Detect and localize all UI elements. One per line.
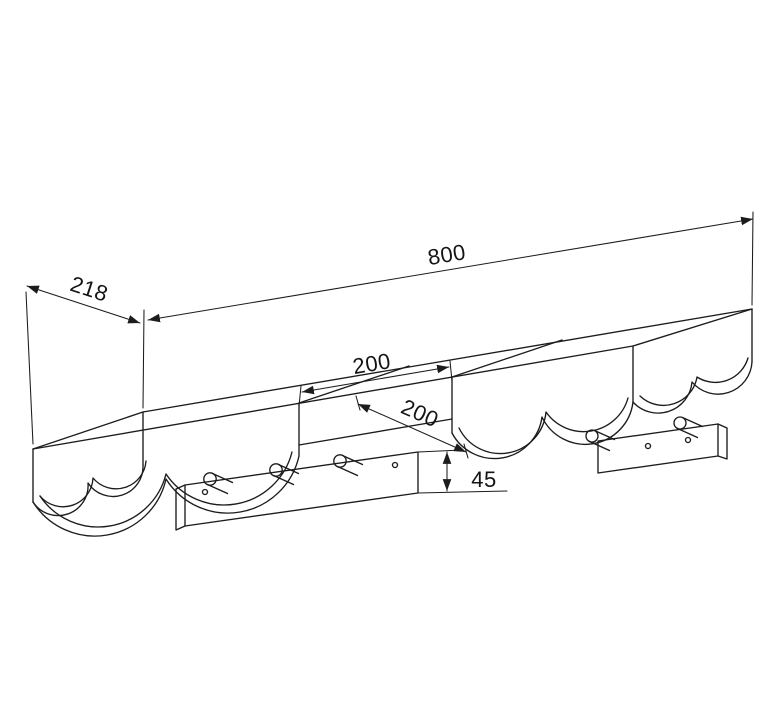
mounting-peg	[333, 454, 364, 477]
bracket-left-hole	[391, 461, 399, 469]
right-front-scallop-inner	[458, 397, 629, 455]
bracket-height-dim-label: 45	[471, 467, 496, 492]
extension-line	[142, 309, 145, 409]
mounting-peg	[269, 463, 300, 486]
bracket-left-body	[184, 451, 419, 527]
bracket-left-hole	[201, 488, 209, 496]
left-front-scallop-outer	[32, 455, 300, 537]
mounting-peg	[585, 429, 616, 452]
dimension-line	[26, 285, 141, 324]
top-panel-left-edge	[32, 411, 144, 450]
extension-line	[417, 490, 508, 494]
overall-length-dim-label: 800	[426, 239, 468, 270]
peg-cap	[203, 472, 217, 486]
right-front-scallop-outer	[451, 401, 634, 460]
extension-line	[355, 395, 361, 411]
dimension-bracket-height: 45	[417, 449, 508, 494]
top-panel-right-edge	[632, 308, 753, 347]
peg-cap	[585, 429, 599, 443]
extension-line	[751, 211, 754, 306]
dimension-center-section: 200	[298, 348, 453, 407]
extension-line	[298, 385, 302, 407]
peg-cap	[333, 454, 347, 468]
bracket-right-end-face	[717, 423, 728, 460]
extension-line	[25, 291, 34, 445]
dimension-line	[301, 364, 450, 395]
mounting-peg	[673, 416, 704, 439]
bracket-right-hole	[684, 436, 692, 444]
right-scalloped-panel	[451, 308, 753, 460]
left-end-scallop-inner	[39, 460, 147, 508]
bracket-right-hole	[644, 442, 652, 450]
dimension-line	[357, 403, 467, 453]
bracket-right-body	[597, 423, 719, 474]
dimension-line	[147, 216, 754, 323]
top-panel-back-edge	[142, 308, 753, 413]
left-end-scallop-outer	[32, 464, 144, 517]
left-scalloped-panel	[32, 402, 300, 537]
right-end-scallop-inner	[639, 357, 749, 407]
bracket-left-end-face	[175, 484, 186, 531]
peg-cap	[673, 416, 687, 430]
peg-cap	[269, 463, 283, 477]
mounting-peg	[203, 472, 234, 495]
extension-line	[417, 449, 463, 453]
top-panel-front-edge	[32, 345, 634, 450]
right-end-scallop-outer	[632, 361, 753, 414]
right-panel-seam	[451, 339, 563, 378]
top-panel	[32, 308, 753, 450]
dimension-overall-length: 800	[142, 211, 754, 409]
mounting-bracket-right	[585, 416, 728, 474]
left-front-scallop-inner	[39, 451, 293, 528]
extension-line	[449, 360, 453, 382]
center-section-dim-label: 200	[351, 348, 393, 379]
